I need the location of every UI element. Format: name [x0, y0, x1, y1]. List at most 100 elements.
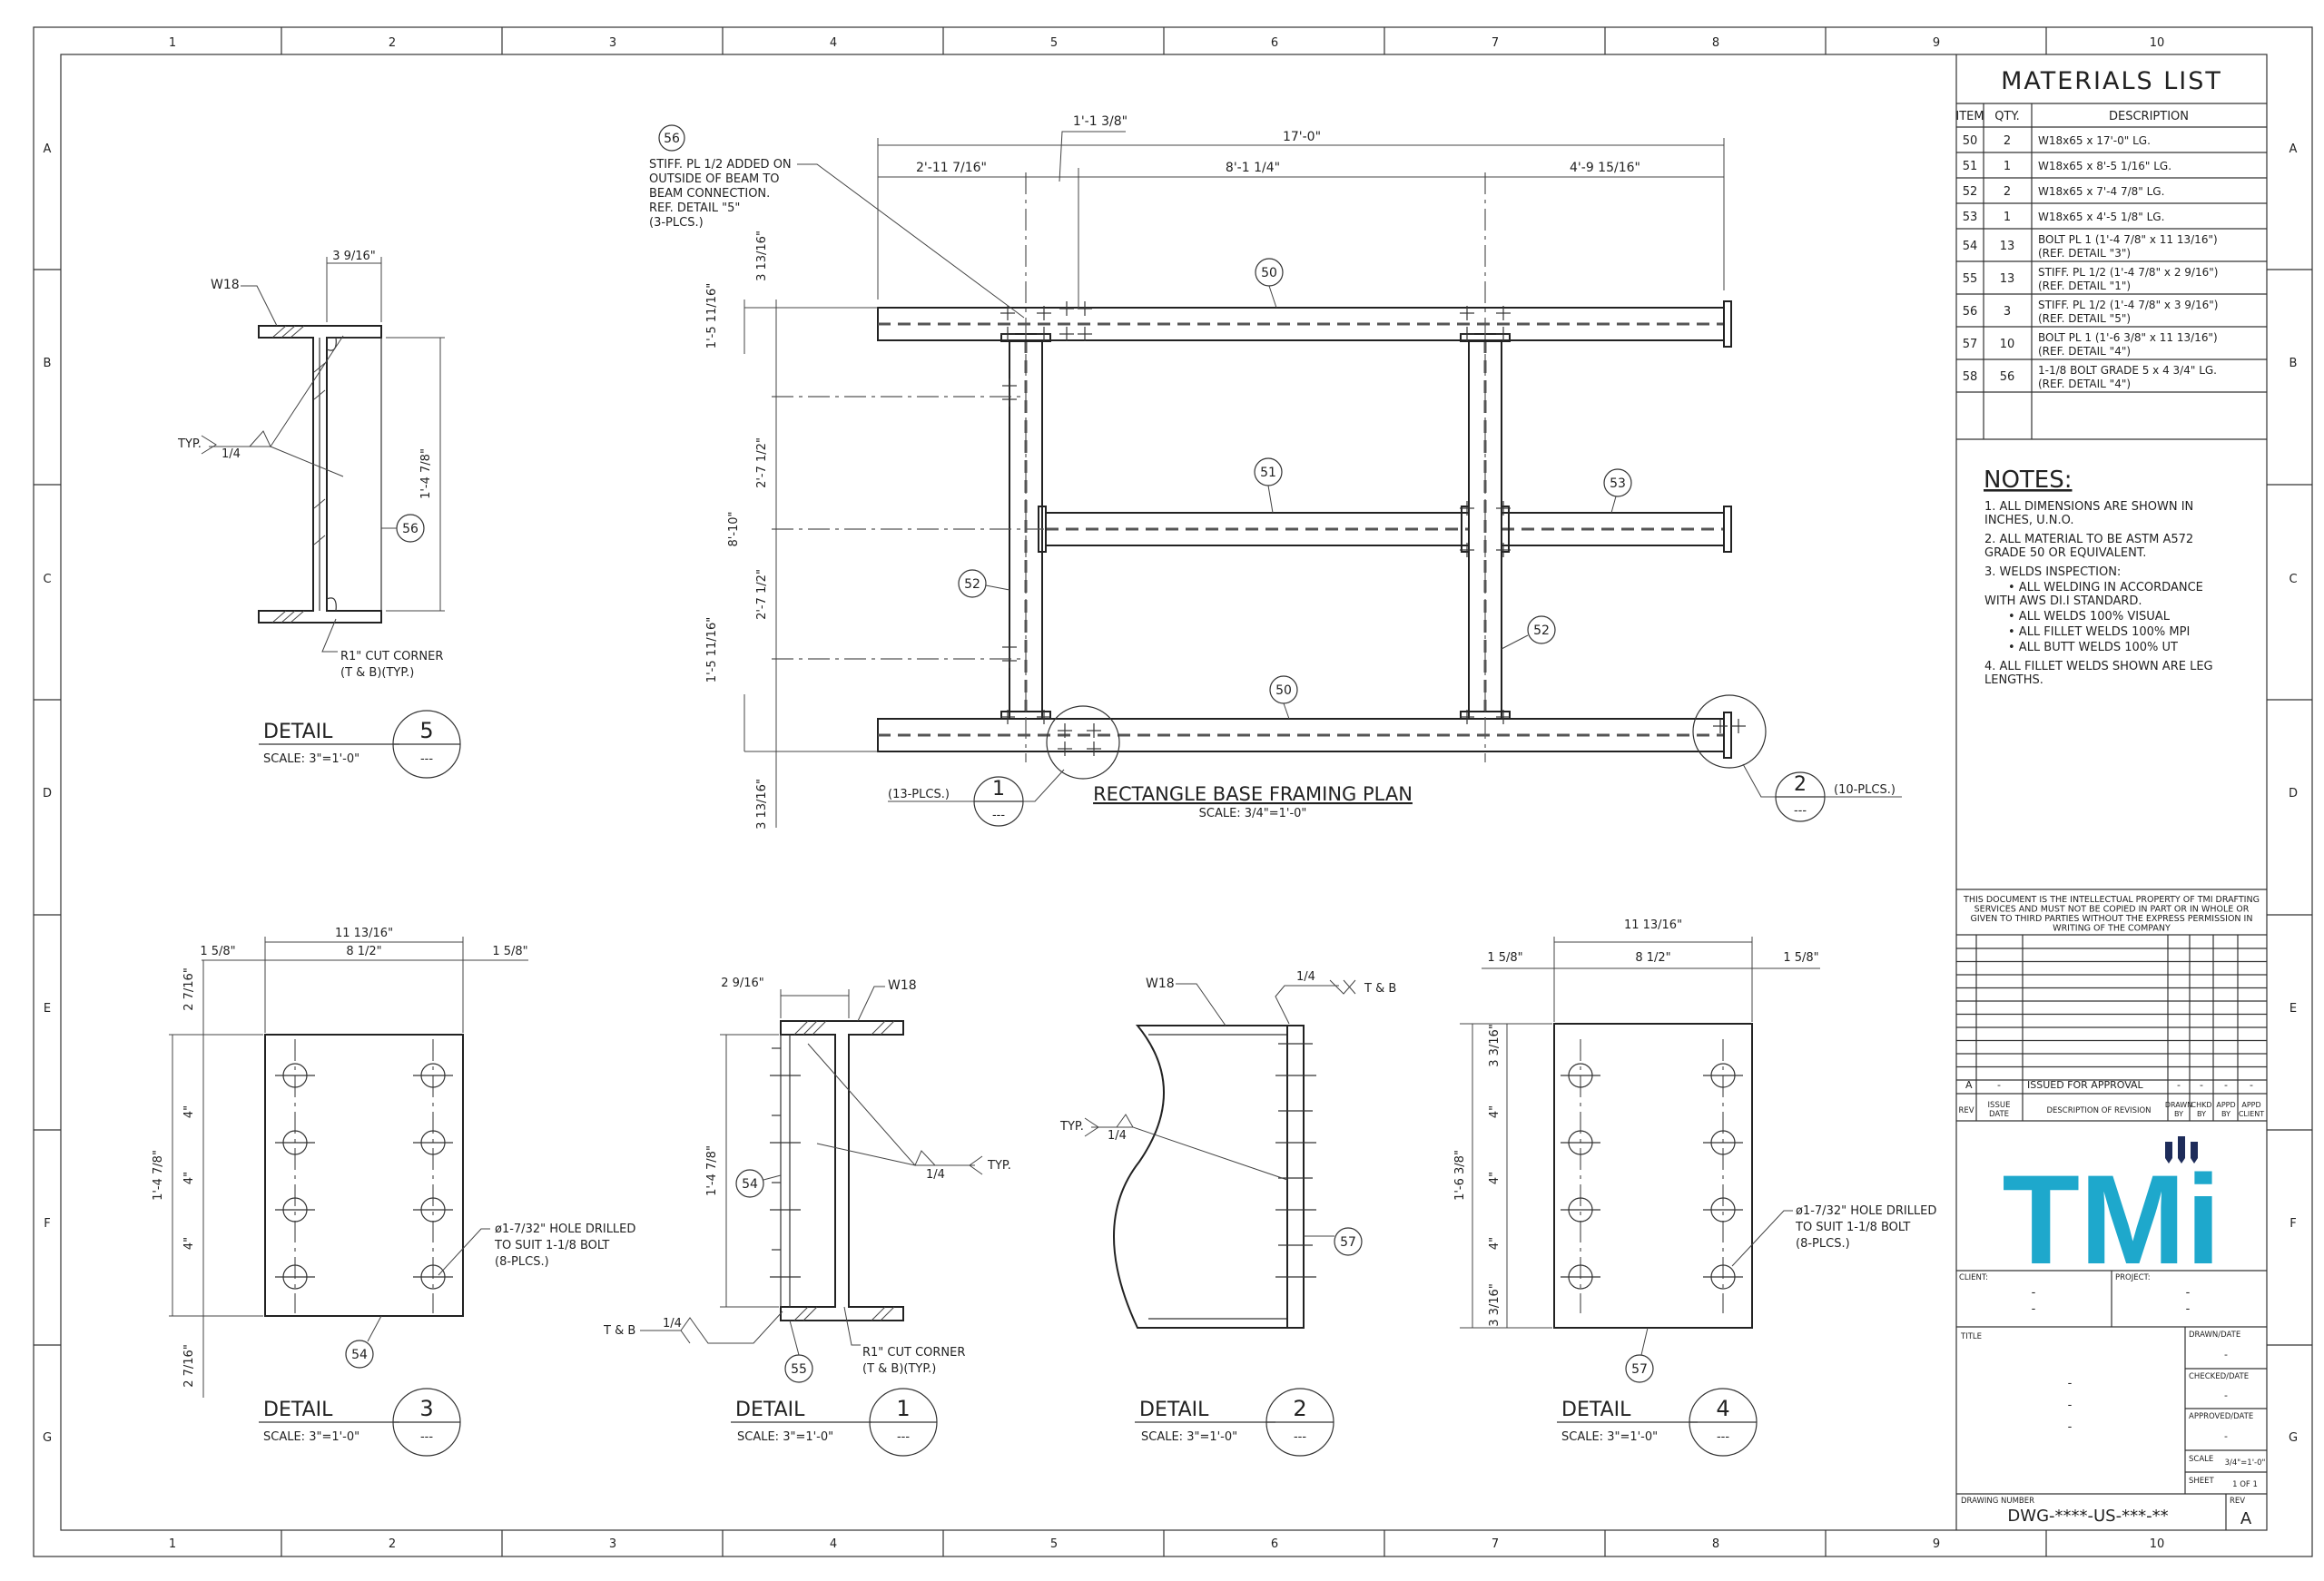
rev-header-appd-client: APPD: [2241, 1101, 2260, 1109]
detail3-e-bot: 2 7/16": [182, 1344, 196, 1388]
detail4-hole-1: ø1-7/32" HOLE DRILLED: [1796, 1204, 1936, 1218]
detail4-pitch-3: 4": [1488, 1237, 1502, 1250]
note-line: • ALL BUTT WELDS 100% UT: [2008, 641, 2178, 654]
detail2-number: 2: [1293, 1396, 1306, 1421]
note-line: • ALL WELDS 100% VISUAL: [2008, 610, 2171, 624]
stiffener-note-line: STIFF. PL 1/2 ADDED ON: [649, 158, 792, 172]
column-label: 5: [1050, 1537, 1058, 1551]
disclaimer-line: GIVEN TO THIRD PARTIES WITHOUT THE EXPRE…: [1971, 914, 2253, 924]
column-label: 8: [1712, 36, 1719, 50]
stiffener-note-line: (3-PLCS.): [649, 216, 704, 230]
materials-header-description: DESCRIPTION: [2109, 110, 2189, 123]
detail4-e-top: 3 3/16": [1488, 1024, 1502, 1067]
disclaimer-line: WRITING OF THE COMPANY: [2053, 924, 2171, 934]
disclaimer-line: SERVICES AND MUST NOT BE COPIED IN PART …: [1974, 905, 2250, 915]
materials-qty: 1: [2004, 211, 2011, 224]
notes-title: NOTES:: [1984, 466, 2073, 494]
column-label: 1: [169, 36, 176, 50]
framing-plan: 17'-0" 2'-11 7/16" 8'-1 1/4" 4'-9 15/16"…: [649, 114, 1902, 830]
rev-issue-date: -: [1997, 1079, 2001, 1091]
detail1-mark-55: 55: [791, 1362, 807, 1377]
detail2-scale: SCALE: 3"=1'-0": [1141, 1430, 1237, 1444]
materials-description: BOLT PL 1 (1'-4 7/8" x 11 13/16"): [2038, 233, 2218, 246]
note-line: 3. WELDS INSPECTION:: [1984, 565, 2121, 579]
detail3-pitch-3: 4": [182, 1237, 196, 1250]
note-line: 1. ALL DIMENSIONS ARE SHOWN IN: [1984, 500, 2193, 514]
title-line-3: -: [2068, 1420, 2073, 1434]
column-label: 6: [1271, 1537, 1278, 1551]
client-line-2: -: [2032, 1302, 2036, 1316]
rev-header-appd-by: BY: [2221, 1110, 2230, 1118]
rev-header-appd-client-2: CLIENT: [2239, 1110, 2264, 1118]
column-label: 3: [609, 1537, 616, 1551]
note-line: 4. ALL FILLET WELDS SHOWN ARE LEG: [1984, 660, 2213, 673]
rev-header-drawn-by: BY: [2174, 1110, 2183, 1118]
detail3-w-edge-r: 1 5/8": [492, 945, 527, 958]
dim-v-2: 2'-7 1/2": [755, 437, 769, 488]
drawn-value: -: [2224, 1349, 2228, 1360]
detail5-weld: 1/4: [222, 447, 241, 461]
detail2-tb: T & B: [1364, 982, 1396, 996]
rev-letter: A: [2240, 1509, 2252, 1528]
detail1-number: 1: [896, 1396, 910, 1421]
client-line-1: -: [2032, 1286, 2036, 1300]
detail1-weld: 1/4: [926, 1168, 945, 1182]
column-label: 9: [1933, 36, 1940, 50]
plan-detail-ref-2: 2 --- (10-PLCS.): [1742, 763, 1902, 822]
sheet-label: SHEET: [2189, 1477, 2215, 1486]
rev-value: A: [1965, 1079, 1973, 1091]
detail-1: W18 2 9/16" 1'-4 7/8" TYP. 1/4 T & B 1/4…: [603, 977, 1011, 1457]
column-label: 3: [609, 36, 616, 50]
svg-text:---: ---: [992, 809, 1005, 822]
dim-v-3: 2'-7 1/2": [755, 569, 769, 620]
rev-chkd: -: [2200, 1079, 2203, 1091]
plan-mark-53: 53: [1610, 476, 1626, 491]
detail3-hole-1: ø1-7/32" HOLE DRILLED: [495, 1223, 635, 1236]
detail4-sheet: ---: [1717, 1430, 1729, 1444]
materials-qty: 3: [2004, 305, 2011, 319]
detail2-sheet: ---: [1294, 1430, 1306, 1444]
disclaimer-line: THIS DOCUMENT IS THE INTELLECTUAL PROPER…: [1963, 895, 2260, 905]
materials-description-ref: (REF. DETAIL "4"): [2038, 378, 2131, 390]
note-line: INCHES, U.N.O.: [1984, 514, 2073, 527]
rev-appd: -: [2224, 1079, 2228, 1091]
column-label: 10: [2150, 36, 2165, 50]
detail3-hole-3: (8-PLCS.): [495, 1255, 549, 1269]
company-logo: TMi: [2002, 1136, 2221, 1291]
detail1-corner-2: (T & B)(TYP.): [862, 1362, 936, 1376]
rev-header-drawn: DRAWN: [2165, 1101, 2192, 1109]
dim-v-total: 8'-10": [727, 511, 741, 546]
detail3-pitch-1: 4": [182, 1105, 196, 1118]
drawing-number-label: DRAWING NUMBER: [1961, 1497, 2034, 1506]
row-label: D: [43, 787, 52, 800]
detail1-mark-54: 54: [742, 1177, 758, 1192]
materials-item: 58: [1963, 370, 1978, 384]
disclaimer: THIS DOCUMENT IS THE INTELLECTUAL PROPER…: [1963, 895, 2260, 934]
row-label: C: [2289, 573, 2297, 586]
column-label: 2: [389, 36, 396, 50]
drawing-number: DWG-****-US-***-**: [2007, 1507, 2168, 1526]
detail4-hole-3: (8-PLCS.): [1796, 1237, 1850, 1251]
materials-item: 50: [1963, 134, 1978, 148]
dim-seg2: 8'-1 1/4": [1226, 161, 1280, 175]
row-label: B: [2290, 357, 2298, 370]
rev-header-date: DATE: [1989, 1110, 2009, 1119]
plan-piece-marks: 50 51 53 52 52 50: [958, 258, 1632, 720]
column-label: 7: [1492, 1537, 1499, 1551]
materials-description: W18x65 x 7'-4 7/8" LG.: [2038, 185, 2164, 198]
title-line-2: -: [2068, 1399, 2073, 1412]
detail4-w-edge-l: 1 5/8": [1487, 951, 1522, 965]
materials-qty: 2: [2004, 185, 2011, 199]
checked-value: -: [2224, 1390, 2228, 1401]
row-label: D: [2289, 787, 2298, 800]
materials-description: W18x65 x 8'-5 1/16" LG.: [2038, 160, 2171, 172]
materials-qty: 13: [2000, 272, 2015, 286]
materials-qty: 10: [2000, 338, 2015, 351]
rev-header-chkd-by: BY: [2197, 1110, 2206, 1118]
svg-text:---: ---: [1794, 804, 1807, 818]
plan-mark-56: 56: [664, 132, 680, 146]
notes-list: 1. ALL DIMENSIONS ARE SHOWN IN INCHES, U…: [1984, 500, 2213, 687]
note-line: LENGTHS.: [1984, 673, 2043, 687]
